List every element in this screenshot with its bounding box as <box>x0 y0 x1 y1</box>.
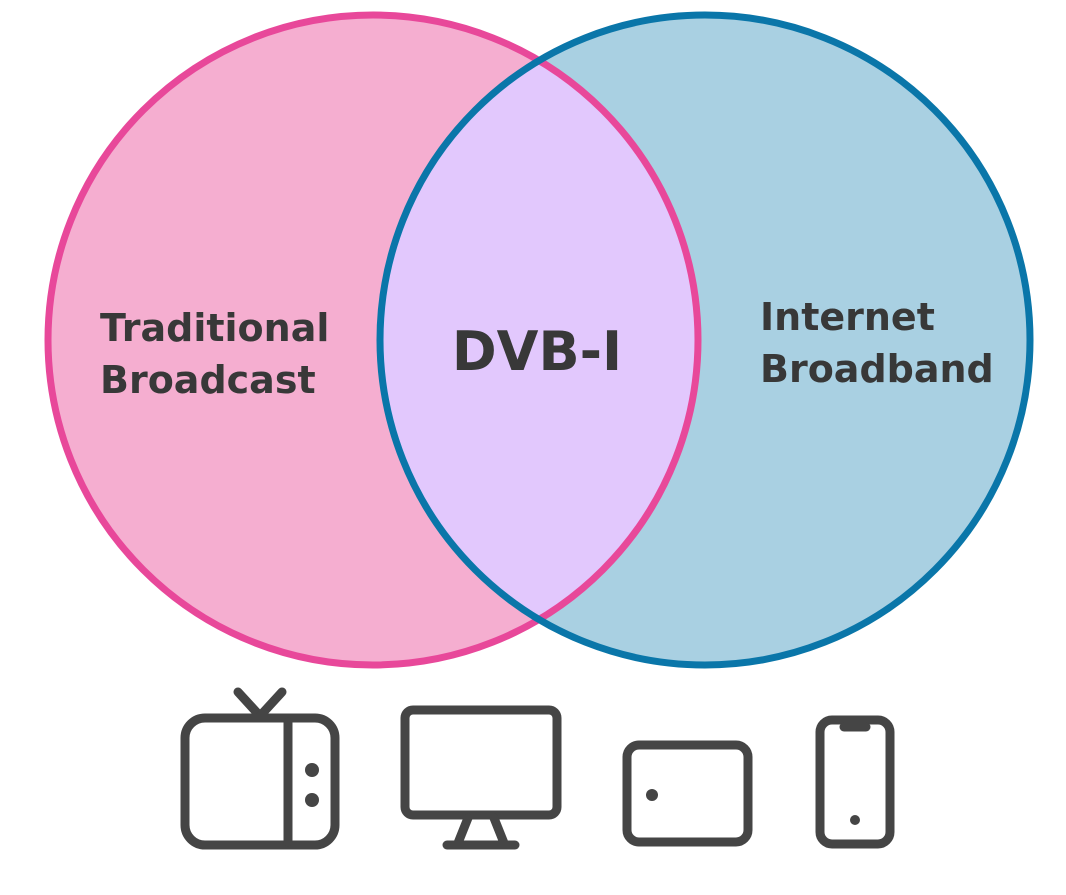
tablet-icon <box>622 740 753 847</box>
traditional-broadcast-outline <box>44 11 702 669</box>
internet-broadband-outline <box>376 11 1034 669</box>
desktop-monitor-icon <box>400 705 562 850</box>
internet-broadband-label: Internet Broadband <box>760 295 994 391</box>
tv-icon <box>180 687 340 850</box>
traditional-broadcast-label: Traditional Broadcast <box>100 306 343 402</box>
dvb-i-label: DVB-I <box>452 320 622 383</box>
dvb-i-overlap-region <box>380 15 698 665</box>
smartphone-icon <box>815 715 895 849</box>
